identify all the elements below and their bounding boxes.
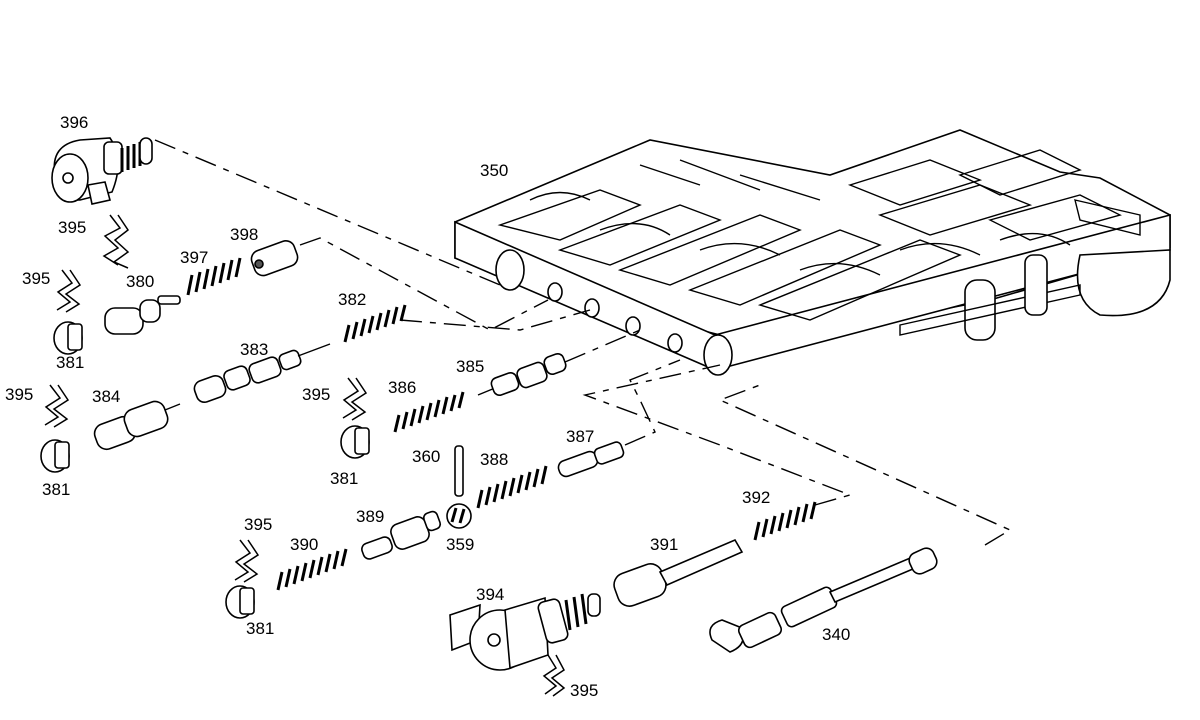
spring-390 [276,548,348,591]
valve-380 [104,295,181,335]
valve-385 [477,353,567,397]
label-395: 395 [570,681,598,700]
leader-lines [154,139,1012,546]
label-381: 381 [330,469,358,488]
spring-386 [393,391,465,433]
valve-389 [361,510,442,560]
retaining-clip [234,539,260,583]
plug-381 [340,425,370,459]
label-394: 394 [476,585,504,604]
pin-360 [454,445,464,497]
retaining-clip [102,214,130,269]
label-392: 392 [742,488,770,507]
label-395: 395 [5,385,33,404]
label-387: 387 [566,427,594,446]
label-381: 381 [42,480,70,499]
seat-359 [446,503,472,529]
valve-384 [93,400,181,451]
label-359: 359 [446,535,474,554]
retaining-clip [44,384,70,428]
label-386: 386 [388,378,416,397]
label-395: 395 [302,385,330,404]
valve-bores [495,249,733,376]
retaining-clip [56,269,82,313]
label-350: 350 [480,161,508,180]
valve-body [454,129,1171,376]
spring-388 [476,465,548,509]
spring-382 [343,304,407,343]
label-381: 381 [246,619,274,638]
label-360: 360 [412,447,440,466]
valve-391 [613,538,744,607]
spring-397 [186,257,242,296]
label-383: 383 [240,340,268,359]
label-397: 397 [180,248,208,267]
label-340: 340 [822,625,850,644]
manual-valve-340 [709,547,938,653]
label-390: 390 [290,535,318,554]
label-385: 385 [456,357,484,376]
solenoid-396 [51,137,153,205]
retaining-clip [342,377,368,421]
label-388: 388 [480,450,508,469]
label-384: 384 [92,387,120,406]
retaining-clip [542,654,566,697]
label-395: 395 [244,515,272,534]
label-395: 395 [22,269,50,288]
manual-valve-stub [899,254,1081,341]
label-381: 381 [56,353,84,372]
spring-392 [753,501,817,541]
plug-381 [53,321,83,355]
label-398: 398 [230,225,258,244]
solenoid-394 [449,593,601,671]
sleeve-398 [250,239,299,277]
part-labels: 350 396 395 395 395 395 395 395 397 398 … [5,113,850,700]
label-382: 382 [338,290,366,309]
label-396: 396 [60,113,88,132]
label-389: 389 [356,507,384,526]
label-391: 391 [650,535,678,554]
valve-383 [193,343,331,404]
label-380: 380 [126,272,154,291]
plug-381 [225,585,255,619]
valve-387 [557,441,625,478]
label-395: 395 [58,218,86,237]
plug-381 [40,439,70,473]
